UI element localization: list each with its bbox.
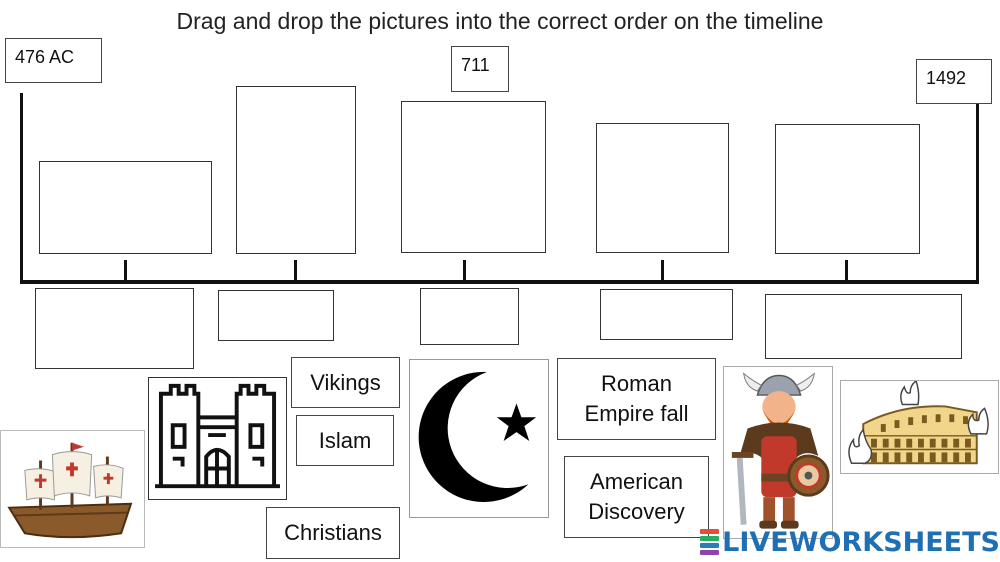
- american-discovery-label-line2: Discovery: [588, 499, 685, 524]
- timeline-axis: [20, 280, 979, 284]
- timeline-tick-5: [845, 260, 848, 282]
- ship-icon: [1, 431, 144, 547]
- picture-drop-slot-3[interactable]: [401, 101, 546, 253]
- castle-picture-card[interactable]: [148, 377, 287, 500]
- timeline-tick-3: [463, 260, 466, 282]
- colosseum-picture-card[interactable]: [840, 380, 999, 474]
- picture-drop-slot-2[interactable]: [236, 86, 356, 254]
- timeline-tick-4: [661, 260, 664, 282]
- roman-empire-fall-label-line1: Roman: [601, 371, 672, 396]
- text-drop-slot-5[interactable]: [765, 294, 962, 359]
- timeline-left-post: [20, 93, 23, 283]
- date-label-end: 1492: [916, 59, 992, 104]
- colosseum-fire-icon: [841, 381, 998, 473]
- christians-card-label: Christians: [284, 520, 382, 545]
- text-drop-slot-1[interactable]: [35, 288, 194, 369]
- ship-picture-card[interactable]: [0, 430, 145, 548]
- vikings-card[interactable]: Vikings: [291, 357, 400, 408]
- date-label-start: 476 AC: [5, 38, 102, 83]
- picture-drop-slot-1[interactable]: [39, 161, 212, 254]
- american-discovery-label-line1: American: [590, 469, 683, 494]
- castle-icon: [149, 378, 286, 499]
- roman-empire-fall-label-line2: Empire fall: [584, 401, 689, 426]
- vikings-card-label: Vikings: [310, 369, 381, 395]
- viking-warrior-icon: [724, 367, 832, 538]
- islam-card-label: Islam: [318, 427, 372, 453]
- text-drop-slot-2[interactable]: [218, 290, 334, 341]
- roman-empire-fall-card[interactable]: Roman Empire fall: [557, 358, 716, 440]
- timeline-tick-2: [294, 260, 297, 282]
- logo-mark-icon: [700, 529, 720, 555]
- christians-card[interactable]: Christians: [266, 507, 400, 559]
- islam-card[interactable]: Islam: [296, 415, 394, 466]
- picture-drop-slot-4[interactable]: [596, 123, 729, 253]
- timeline-tick-1: [124, 260, 127, 282]
- text-drop-slot-3[interactable]: [420, 288, 519, 345]
- brand-name: LIVEWORKSHEETS: [722, 526, 1000, 558]
- text-drop-slot-4[interactable]: [600, 289, 733, 340]
- crescent-star-icon: [410, 360, 548, 517]
- timeline-right-post: [976, 104, 979, 283]
- liveworksheets-logo: LIVEWORKSHEETS: [700, 524, 1000, 560]
- crescent-picture-card[interactable]: [409, 359, 549, 518]
- viking-picture-card[interactable]: [723, 366, 833, 539]
- american-discovery-card[interactable]: American Discovery: [564, 456, 709, 538]
- instructions-title: Drag and drop the pictures into the corr…: [176, 8, 824, 34]
- date-label-middle: 711: [451, 46, 509, 92]
- picture-drop-slot-5[interactable]: [775, 124, 920, 254]
